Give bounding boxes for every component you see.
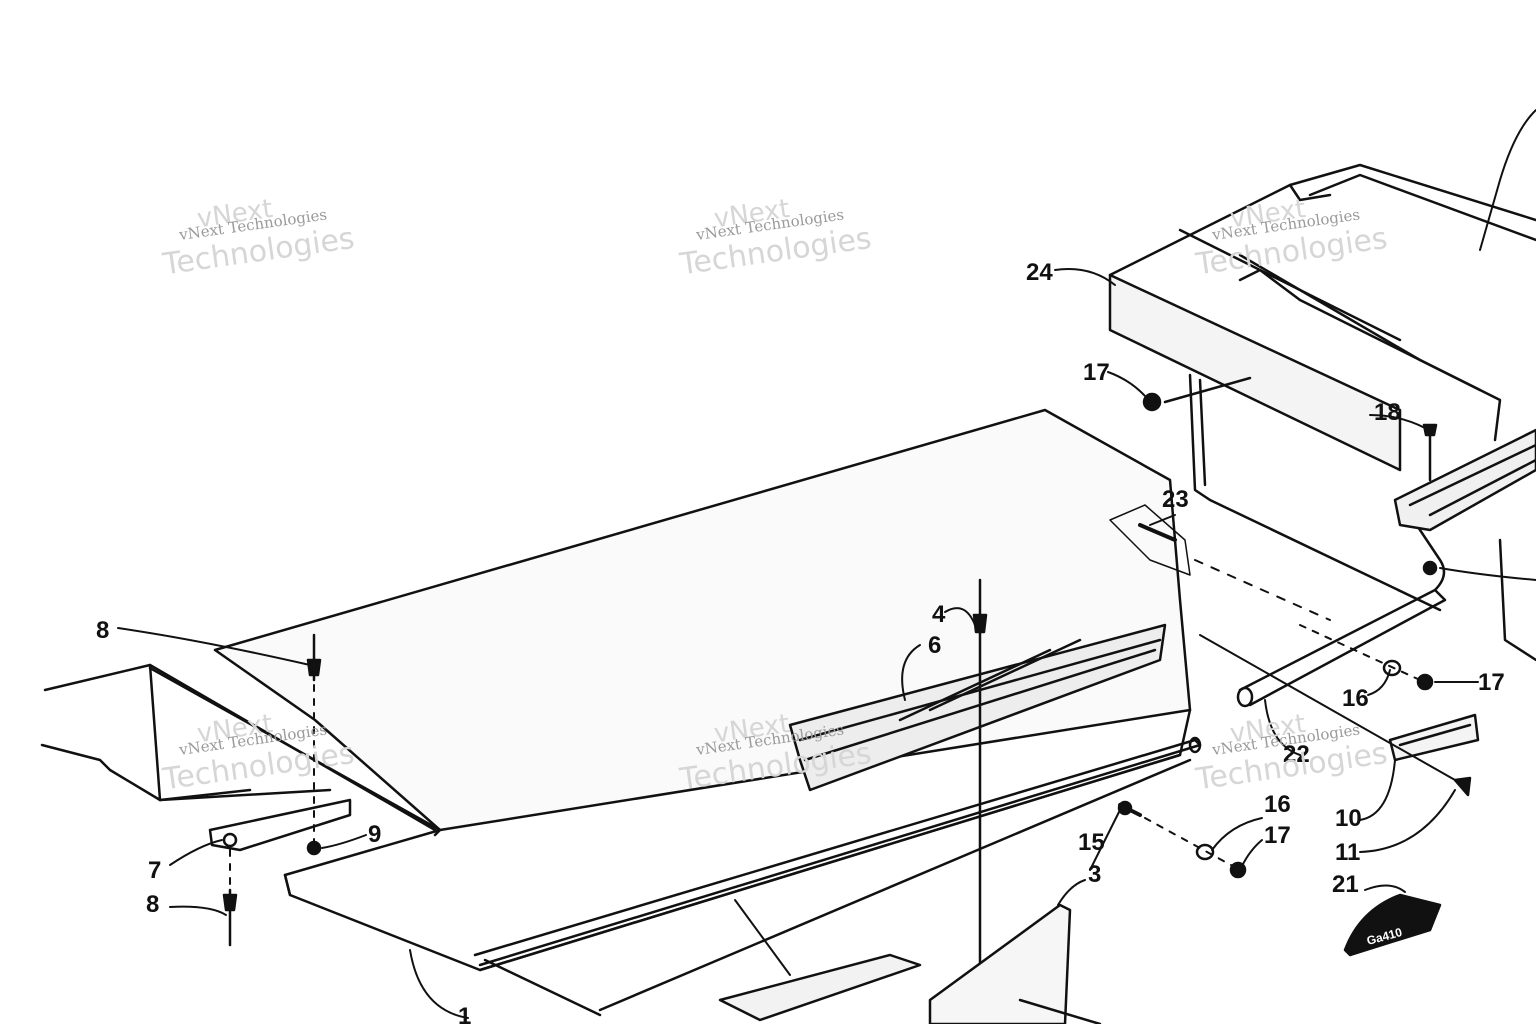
bolt-4 xyxy=(972,578,988,1017)
bolt-18 xyxy=(1422,423,1438,482)
washer-16-upper xyxy=(1382,659,1402,677)
footrest-panel xyxy=(718,899,922,1022)
nut-17-right xyxy=(1416,673,1434,691)
plate-bracket-10 xyxy=(1388,713,1480,762)
rear-bumper-24 xyxy=(1108,163,1536,612)
bolt-23 xyxy=(1109,504,1331,621)
nut-9 xyxy=(306,840,322,856)
nut-far-right xyxy=(1422,560,1438,576)
right-frame-edge xyxy=(1498,538,1536,662)
front-rail xyxy=(473,736,1202,967)
support-plate-3 xyxy=(928,903,1102,1024)
callout-11: 11 xyxy=(1335,839,1360,866)
decal-21 xyxy=(1343,893,1442,957)
callout-17-lower: 17 xyxy=(1264,822,1291,849)
callout-16-upper: 16 xyxy=(1342,685,1369,712)
callout-23: 23 xyxy=(1162,486,1189,513)
callout-1: 1 xyxy=(458,1003,471,1024)
callout-10: 10 xyxy=(1335,805,1362,832)
callout-8-top: 8 xyxy=(96,617,109,644)
washer-16-lower xyxy=(1195,843,1215,861)
callout-15: 15 xyxy=(1078,829,1105,856)
leader-lines xyxy=(117,109,1536,1019)
callout-17-right: 17 xyxy=(1478,669,1505,696)
callout-labels: 1 3 4 6 7 8 8 9 10 11 15 16 16 17 17 17 … xyxy=(96,259,1505,1024)
grab-handle xyxy=(1393,428,1536,532)
left-side-panel xyxy=(40,663,442,837)
nut-17-upper xyxy=(1142,392,1162,412)
callout-3: 3 xyxy=(1088,861,1101,888)
callout-8-bottom: 8 xyxy=(146,891,159,918)
tube-22 xyxy=(1236,498,1447,708)
callout-9: 9 xyxy=(368,821,381,848)
callout-18: 18 xyxy=(1374,399,1401,426)
bolt-15 xyxy=(1117,800,1241,871)
bolt-8-top xyxy=(306,633,322,682)
callout-21: 21 xyxy=(1332,871,1359,898)
bolt-8-bottom xyxy=(222,888,238,947)
callout-17-top: 17 xyxy=(1083,359,1110,386)
callout-24: 24 xyxy=(1026,259,1053,286)
callout-7: 7 xyxy=(148,857,161,884)
bracket-7 xyxy=(208,798,352,852)
screw-11 xyxy=(1453,776,1472,797)
callout-6: 6 xyxy=(928,632,941,659)
callout-16-lower: 16 xyxy=(1264,791,1291,818)
callout-4: 4 xyxy=(932,601,946,628)
callout-22: 22 xyxy=(1283,741,1310,768)
